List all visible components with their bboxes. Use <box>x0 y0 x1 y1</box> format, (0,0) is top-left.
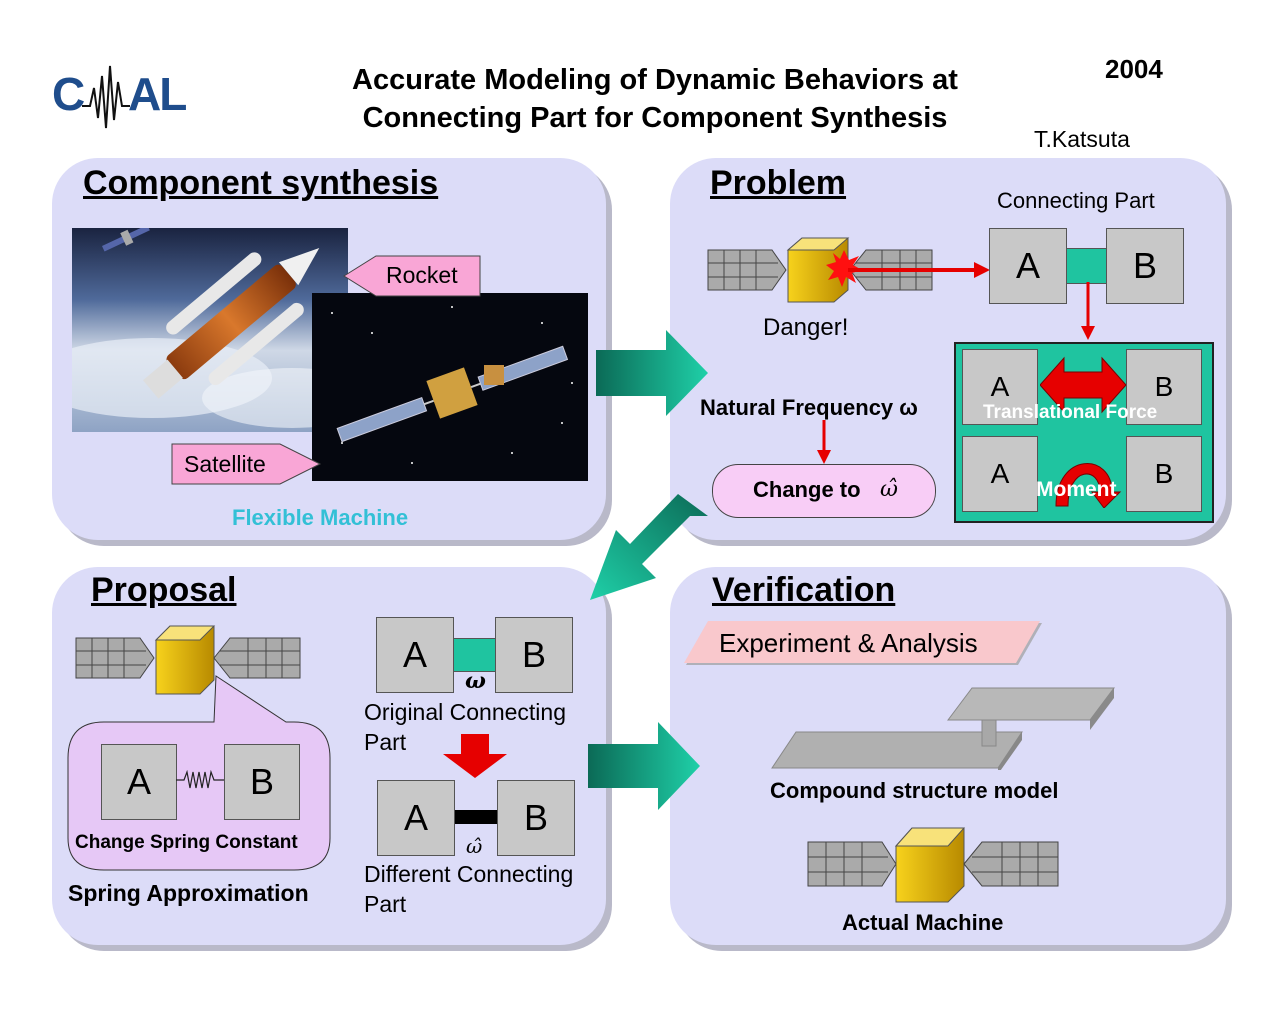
original-connecting-label-2: Part <box>364 729 407 755</box>
connecting-bar <box>1064 248 1110 284</box>
svg-text:C: C <box>52 68 84 120</box>
author-label: T.Katsuta <box>1034 126 1130 152</box>
different-connector <box>452 810 498 824</box>
omega-hat-small: ω̂ <box>466 834 483 858</box>
satellite-label: Satellite <box>184 451 266 477</box>
omega-hat-symbol: ω̂ <box>880 477 898 502</box>
mode2-box-a: A <box>962 436 1038 512</box>
satellite-image <box>312 293 588 481</box>
verification-heading: Verification <box>712 571 896 609</box>
different-box-b: B <box>497 780 575 856</box>
compound-structure-label: Compound structure model <box>770 778 1059 803</box>
change-arrow <box>814 420 834 464</box>
moment-label: Moment <box>1036 478 1117 501</box>
component-synthesis-heading: Component synthesis <box>83 164 439 202</box>
original-box-b: B <box>495 617 573 693</box>
flexible-machine-caption: Flexible Machine <box>232 505 409 530</box>
different-connecting-label-1: Different Connecting <box>364 861 574 887</box>
proposal-heading: Proposal <box>91 571 237 609</box>
problem-heading: Problem <box>710 164 847 202</box>
satellite-callout <box>170 442 322 486</box>
compound-structure-model <box>770 686 1118 774</box>
change-to-label: Change to <box>753 477 861 502</box>
mode1-box-b: B <box>1126 349 1202 425</box>
spring-box-b: B <box>224 744 300 820</box>
mode2-box-b: B <box>1126 436 1202 512</box>
change-spring-label: Change Spring Constant <box>75 832 298 853</box>
danger-label: Danger! <box>763 314 849 341</box>
translational-force-label: Translational Force <box>983 402 1158 423</box>
danger-arrow <box>848 258 990 282</box>
original-box-a: A <box>376 617 454 693</box>
arrow-proposal-to-verification <box>588 722 700 810</box>
different-connecting-label-2: Part <box>364 891 407 917</box>
experiment-analysis-label: Experiment & Analysis <box>719 628 978 658</box>
problem-box-b: B <box>1106 228 1184 304</box>
spring-icon <box>176 769 224 790</box>
proposal-satellite-icon <box>74 624 304 696</box>
actual-machine-icon <box>806 826 1062 904</box>
original-connector <box>452 638 498 672</box>
problem-box-a: A <box>989 228 1067 304</box>
arrow-synthesis-to-problem <box>596 330 708 416</box>
moment-arrow <box>1046 442 1122 509</box>
connecting-part-label: Connecting Part <box>997 188 1155 213</box>
spring-approximation-label: Spring Approximation <box>68 880 309 906</box>
change-to-oval <box>712 464 936 518</box>
year-label: 2004 <box>1105 54 1163 84</box>
original-connecting-label-1: Original Connecting <box>364 699 567 725</box>
rocket-callout <box>342 254 482 298</box>
camal-logo: C AL <box>52 58 212 134</box>
experiment-banner <box>684 621 1044 667</box>
red-down-arrow <box>443 734 507 778</box>
page-title-line-1: Accurate Modeling of Dynamic Behaviors a… <box>352 64 958 96</box>
rocket-label: Rocket <box>386 262 458 288</box>
actual-machine-label: Actual Machine <box>842 910 1004 935</box>
natural-frequency-label: Natural Frequency ω <box>700 395 918 420</box>
rocket-image <box>32 224 382 432</box>
spring-box-a: A <box>101 744 177 820</box>
omega-symbol: ω <box>465 668 486 694</box>
arrow-problem-to-proposal <box>590 494 708 602</box>
page-title-line-2: Connecting Part for Component Synthesis <box>362 102 948 134</box>
mode1-box-a: A <box>962 349 1038 425</box>
svg-text:AL: AL <box>128 68 186 120</box>
different-box-a: A <box>377 780 455 856</box>
down-arrow-to-modes <box>1078 282 1098 340</box>
